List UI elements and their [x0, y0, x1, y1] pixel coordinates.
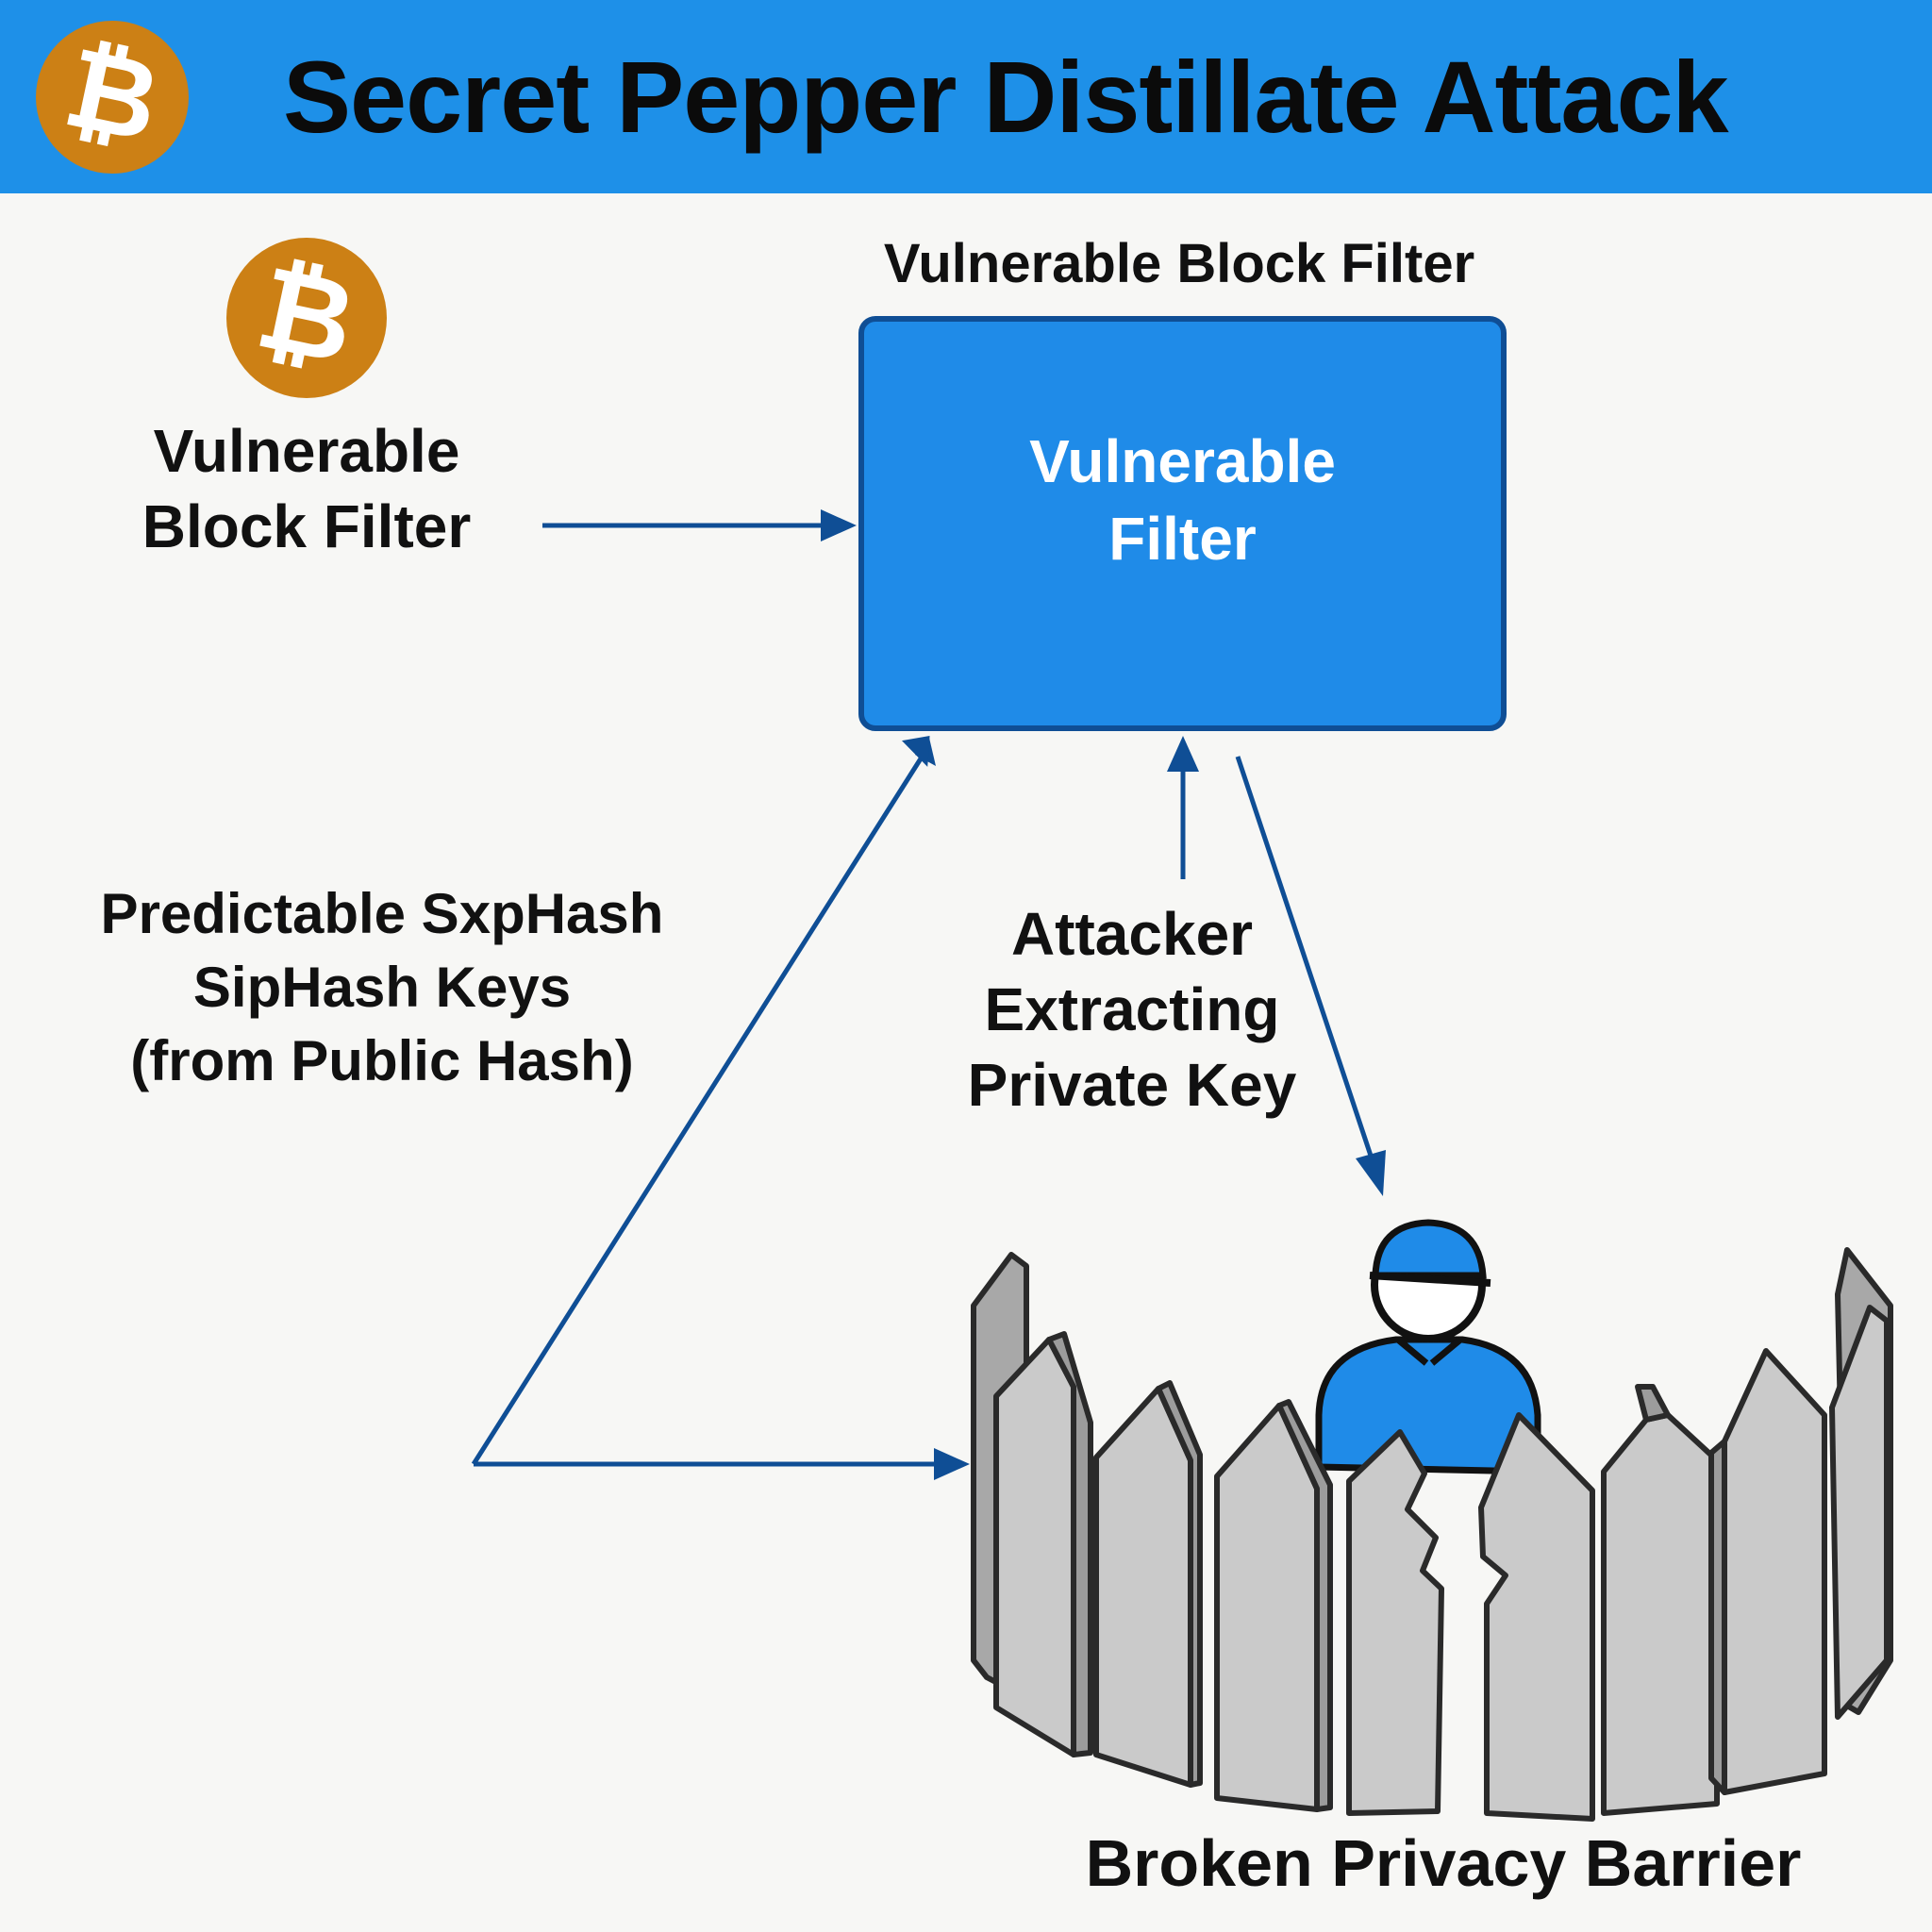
page-title: Secret Pepper Distillate Attack: [283, 40, 1729, 154]
filter-box-line-2: Filter: [1108, 505, 1257, 573]
arrow-triangle-path: [471, 743, 932, 1466]
attacker-person-icon: [1315, 1219, 1541, 1475]
predictable-line-1: Predictable SxpHash: [100, 882, 664, 945]
arrow-head: [934, 1448, 970, 1480]
arrow-head: [821, 509, 857, 541]
attacker-line-2: Extracting: [984, 975, 1280, 1043]
left-node-line-1: Vulnerable: [153, 417, 460, 485]
attacker-label: Attacker Extracting Private Key: [934, 896, 1330, 1123]
predictable-line-3: (from Public Hash): [130, 1029, 634, 1092]
left-node-label: Vulnerable Block Filter: [104, 413, 509, 564]
attacker-line-1: Attacker: [1010, 900, 1254, 968]
filter-box-line-1: Vulnerable: [1029, 427, 1336, 495]
predictable-keys-label: Predictable SxpHash SipHash Keys (from P…: [57, 877, 708, 1098]
bitcoin-icon: ₿: [226, 238, 387, 398]
arrow-head: [1356, 1150, 1386, 1196]
left-node-line-2: Block Filter: [142, 492, 472, 560]
predictable-line-2: SipHash Keys: [192, 956, 572, 1019]
bitcoin-icon: ₿: [36, 21, 189, 174]
arrow-head: [1167, 736, 1199, 772]
arrow-filter-to-barrier: [1235, 756, 1378, 1171]
arrow-head: [902, 735, 930, 767]
attacker-line-3: Private Key: [967, 1051, 1297, 1119]
header-bar: [0, 0, 1932, 193]
filter-caption: Vulnerable Block Filter: [883, 233, 1475, 294]
barrier-label: Broken Privacy Barrier: [1085, 1826, 1802, 1900]
vulnerable-filter-box: Vulnerable Filter: [858, 316, 1507, 731]
broken-fence-icon: [971, 1247, 1893, 1822]
